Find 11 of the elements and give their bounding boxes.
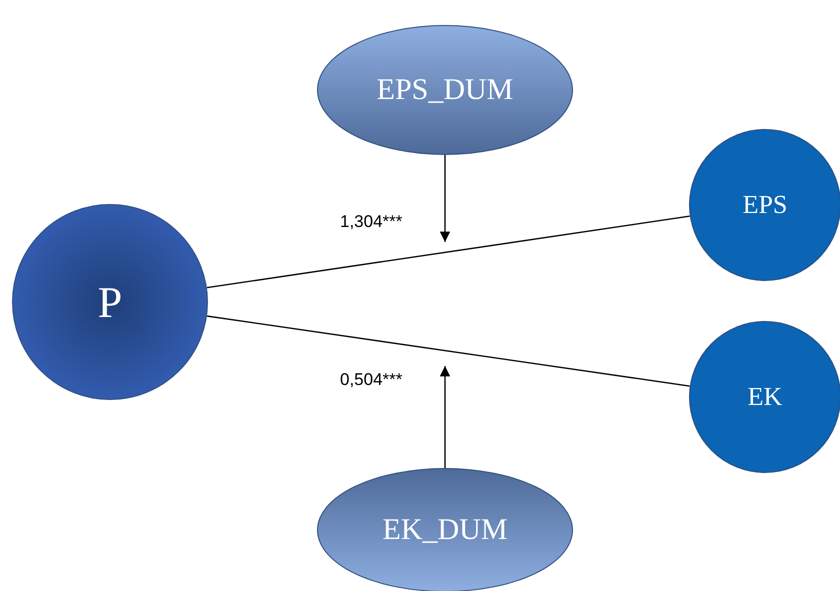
node-label: EPS_DUM	[376, 73, 514, 107]
arrow	[440, 155, 450, 242]
edge-label: 0,504***	[338, 370, 404, 390]
node-label: EK_DUM	[382, 513, 508, 547]
node-label: P	[98, 276, 122, 328]
node-label: EPS	[742, 190, 788, 220]
connector-line	[206, 315, 690, 387]
node-label: EK	[748, 382, 782, 412]
arrow	[440, 366, 450, 468]
edge-label: 1,304***	[338, 212, 404, 232]
connector-line	[206, 216, 690, 288]
